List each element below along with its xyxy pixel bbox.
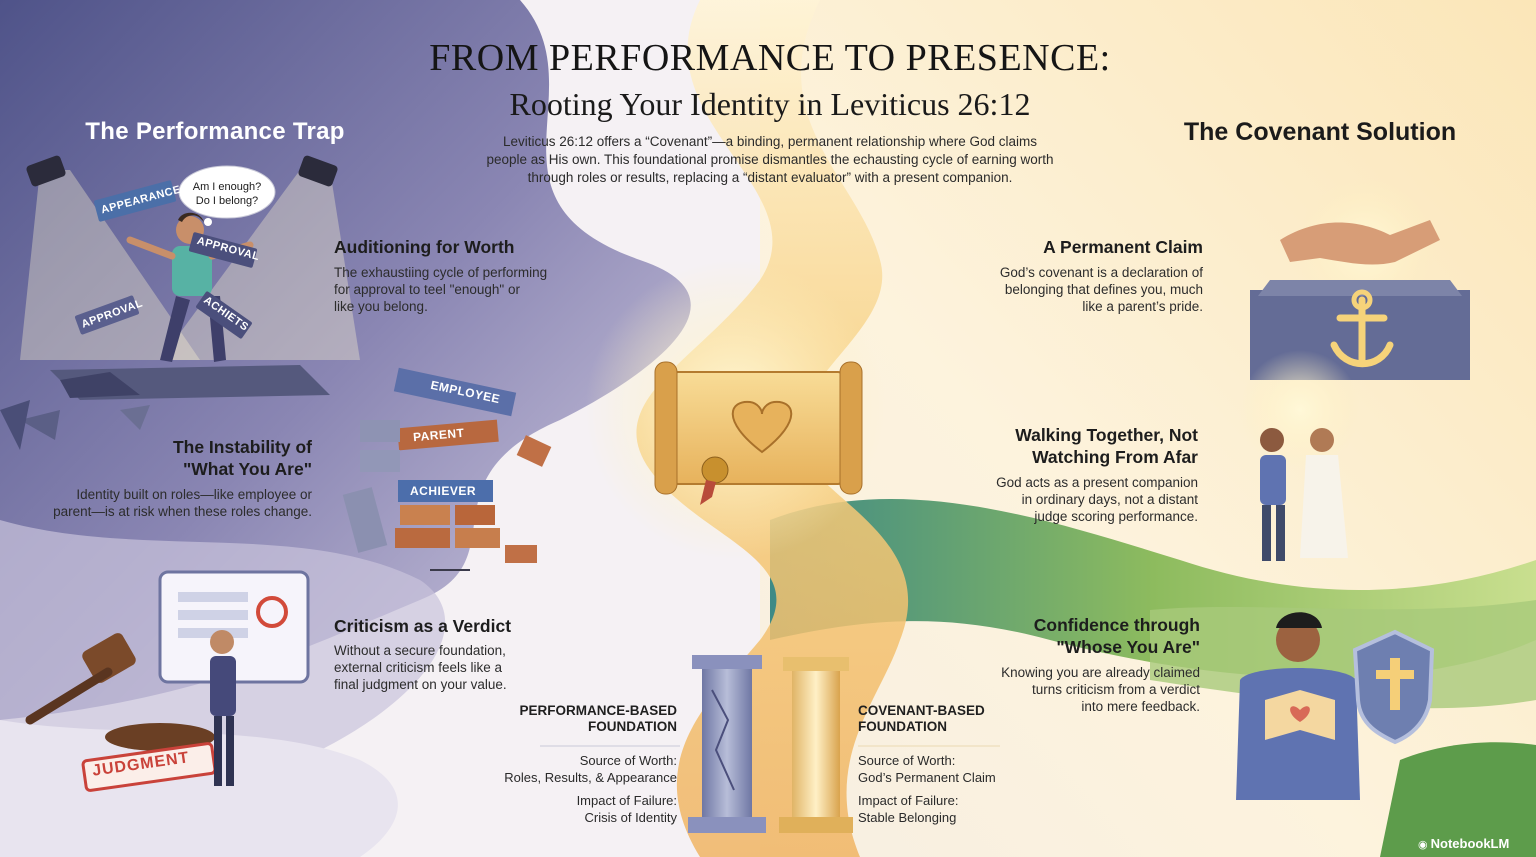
watermark-text: NotebookLM xyxy=(1430,836,1510,851)
covenant-foundation: COVENANT-BASED FOUNDATION Source of Wort… xyxy=(858,703,1038,826)
item-body-line: Knowing you are already claimed xyxy=(1001,665,1200,680)
performance-foundation: PERFORMANCE-BASED FOUNDATION Source of W… xyxy=(500,703,677,826)
section-title-covenant-solution: The Covenant Solution xyxy=(1183,118,1457,146)
item-body-line: parent—is at risk when these roles chang… xyxy=(53,504,312,519)
intro-line: Leviticus 26:12 offers a “Covenant”—a bi… xyxy=(502,134,1038,149)
foundation-heading-line: COVENANT-BASED xyxy=(858,703,985,718)
item-body-line: in ordinary days, not a distant xyxy=(1021,492,1198,507)
item-heading-line: The Instability of xyxy=(172,437,312,457)
foundation-source-value: God’s Permanent Claim xyxy=(858,770,996,785)
foundation-impact-value: Stable Belonging xyxy=(858,810,957,825)
item-heading: Criticism as a Verdict xyxy=(334,616,512,636)
item-permanent-claim: A Permanent Claim God’s covenant is a de… xyxy=(968,236,1203,315)
foundation-source-value: Roles, Results, & Appearance xyxy=(504,770,677,785)
foundation-impact: Impact of Failure: Crisis of Identity xyxy=(500,792,677,826)
item-heading: Auditioning for Worth xyxy=(334,237,515,257)
item-body-line: like you belong. xyxy=(334,299,428,314)
item-body: The exhaustiing cycle of performing for … xyxy=(334,264,564,315)
item-instability: The Instability of "What You Are" Identi… xyxy=(40,436,312,520)
item-body-line: Without a secure foundation, xyxy=(334,643,506,658)
item-body-line: God acts as a present companion xyxy=(996,475,1198,490)
foundation-heading: COVENANT-BASED FOUNDATION xyxy=(858,703,1038,735)
thought-line: Am I enough? xyxy=(192,181,262,193)
item-confidence-through-whose: Confidence through "Whose You Are" Knowi… xyxy=(968,614,1200,715)
item-heading-line: "Whose You Are" xyxy=(1056,637,1200,657)
notebooklm-logo-icon: ◉ xyxy=(1418,839,1428,851)
item-body-line: judge scoring performance. xyxy=(1034,509,1198,524)
brick-achiever: ACHIEVER xyxy=(410,484,477,498)
notebooklm-watermark: ◉NotebookLM xyxy=(1418,836,1509,851)
intro-line: through roles or results, replacing a “d… xyxy=(527,170,1013,185)
foundation-source-label: Source of Worth: xyxy=(579,753,677,768)
page-title: FROM PERFORMANCE TO PRESENCE: xyxy=(429,37,1111,79)
section-title-performance-trap: The Performance Trap xyxy=(85,118,345,145)
item-body-line: external criticism feels like a xyxy=(334,660,503,675)
intro-line: people as His own. This foundational pro… xyxy=(486,152,1054,167)
foundation-heading-line: FOUNDATION xyxy=(858,719,947,734)
item-body: Without a secure foundation, external cr… xyxy=(334,642,564,693)
foundation-impact-label: Impact of Failure: xyxy=(858,793,959,808)
foundation-impact-label: Impact of Failure: xyxy=(576,793,677,808)
item-body-line: final judgment on your value. xyxy=(334,677,507,692)
foundation-impact: Impact of Failure: Stable Belonging xyxy=(858,792,1038,826)
thought-bubble: Am I enough? Do I belong? xyxy=(183,180,271,208)
item-heading-line: "What You Are" xyxy=(182,459,312,479)
foundation-heading: PERFORMANCE-BASED FOUNDATION xyxy=(500,703,677,735)
intro-paragraph: Leviticus 26:12 offers a “Covenant”—a bi… xyxy=(470,133,1070,187)
item-body-line: into mere feedback. xyxy=(1081,699,1200,714)
foundation-source: Source of Worth: God’s Permanent Claim xyxy=(858,752,1038,786)
item-body: Identity built on roles—like employee or… xyxy=(40,486,312,520)
item-body-line: Identity built on roles—like employee or xyxy=(76,487,312,502)
item-heading-line: Walking Together, Not xyxy=(1015,425,1198,445)
foundation-impact-value: Crisis of Identity xyxy=(584,810,677,825)
foundation-heading-line: FOUNDATION xyxy=(588,719,677,734)
item-heading: The Instability of "What You Are" xyxy=(40,436,312,480)
foundation-heading-line: PERFORMANCE-BASED xyxy=(519,703,677,718)
foundation-source: Source of Worth: Roles, Results, & Appea… xyxy=(500,752,677,786)
page-subtitle: Rooting Your Identity in Leviticus 26:12 xyxy=(509,86,1031,122)
item-heading: Walking Together, Not Watching From Afar xyxy=(968,424,1198,468)
item-heading: Confidence through "Whose You Are" xyxy=(968,614,1200,658)
item-heading: A Permanent Claim xyxy=(1043,237,1203,257)
item-body-line: like a parent’s pride. xyxy=(1082,299,1203,314)
item-heading-line: Confidence through xyxy=(1033,615,1200,635)
item-heading-line: Watching From Afar xyxy=(1032,447,1198,467)
item-body-line: belonging that defines you, much xyxy=(1004,282,1203,297)
item-body-line: The exhaustiing cycle of performing xyxy=(334,265,548,280)
item-auditioning-for-worth: Auditioning for Worth The exhaustiing cy… xyxy=(334,236,564,315)
item-body: God acts as a present companion in ordin… xyxy=(968,474,1198,525)
foundation-source-label: Source of Worth: xyxy=(858,753,956,768)
item-body-line: for approval to teel "enough" or xyxy=(334,282,520,297)
thought-line: Do I belong? xyxy=(195,195,259,207)
item-criticism-as-verdict: Criticism as a Verdict Without a secure … xyxy=(334,615,564,693)
item-body-line: God’s covenant is a declaration of xyxy=(999,265,1203,280)
item-body: God’s covenant is a declaration of belon… xyxy=(968,264,1203,315)
item-walking-together: Walking Together, Not Watching From Afar… xyxy=(968,424,1198,525)
item-body: Knowing you are already claimed turns cr… xyxy=(968,664,1200,715)
item-body-line: turns criticism from a verdict xyxy=(1031,682,1200,697)
